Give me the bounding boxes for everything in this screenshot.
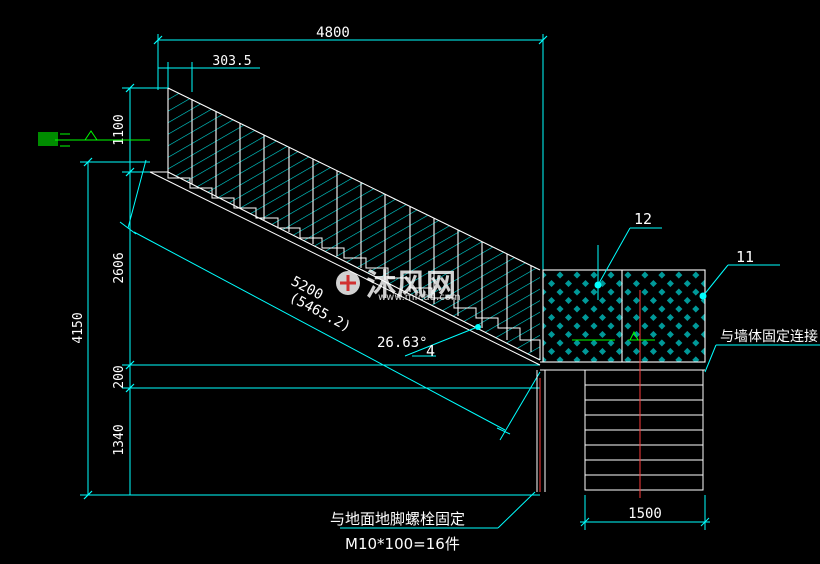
elevation-marker [38, 130, 150, 147]
landing-guard-panel [543, 270, 705, 362]
dim-landing-height: 1340 [112, 424, 127, 455]
stair-steps [150, 171, 541, 360]
dim-landing-width: 1500 [628, 506, 662, 522]
floor-fix-note-line1: 与地面地脚螺栓固定 [330, 510, 465, 528]
top-dimension-group [153, 34, 548, 270]
callout-12-label: 12 [634, 210, 652, 228]
callout-11 [699, 264, 780, 300]
dim-top-width: 4800 [316, 25, 350, 41]
stair-stringer [149, 171, 541, 366]
dim-flight-height: 2606 [112, 252, 127, 283]
watermark: 沐风网 www.mfcad.com [336, 268, 461, 303]
dim-step-width: 303.5 [212, 54, 251, 69]
watermark-cn: 沐风网 [366, 268, 456, 303]
callout-11-label: 11 [736, 248, 754, 266]
stair-guard-panel [168, 88, 540, 360]
wall-fix-note: 与墙体固定连接 [720, 328, 818, 345]
floor-fix-leader [340, 491, 536, 529]
dim-angle: 26.63° [377, 335, 428, 351]
diagonal-dimension [119, 159, 541, 441]
callout-4-dot [475, 324, 481, 330]
callout-12 [594, 227, 662, 300]
callout-4-leader [404, 325, 481, 357]
wall-fix-leader [704, 344, 820, 373]
watermark-url: www.mfcad.com [378, 292, 461, 303]
dim-rail-height: 1100 [112, 114, 127, 145]
dim-total-height: 4150 [71, 312, 86, 343]
dim-landing-thickness: 200 [112, 365, 127, 388]
floor-fix-note-line2: M10*100=16件 [345, 535, 460, 553]
landing-support [536, 369, 704, 492]
callout-4-label: 4 [426, 342, 435, 360]
landing-green-marks [572, 330, 655, 341]
bottom-dimension [580, 495, 710, 530]
